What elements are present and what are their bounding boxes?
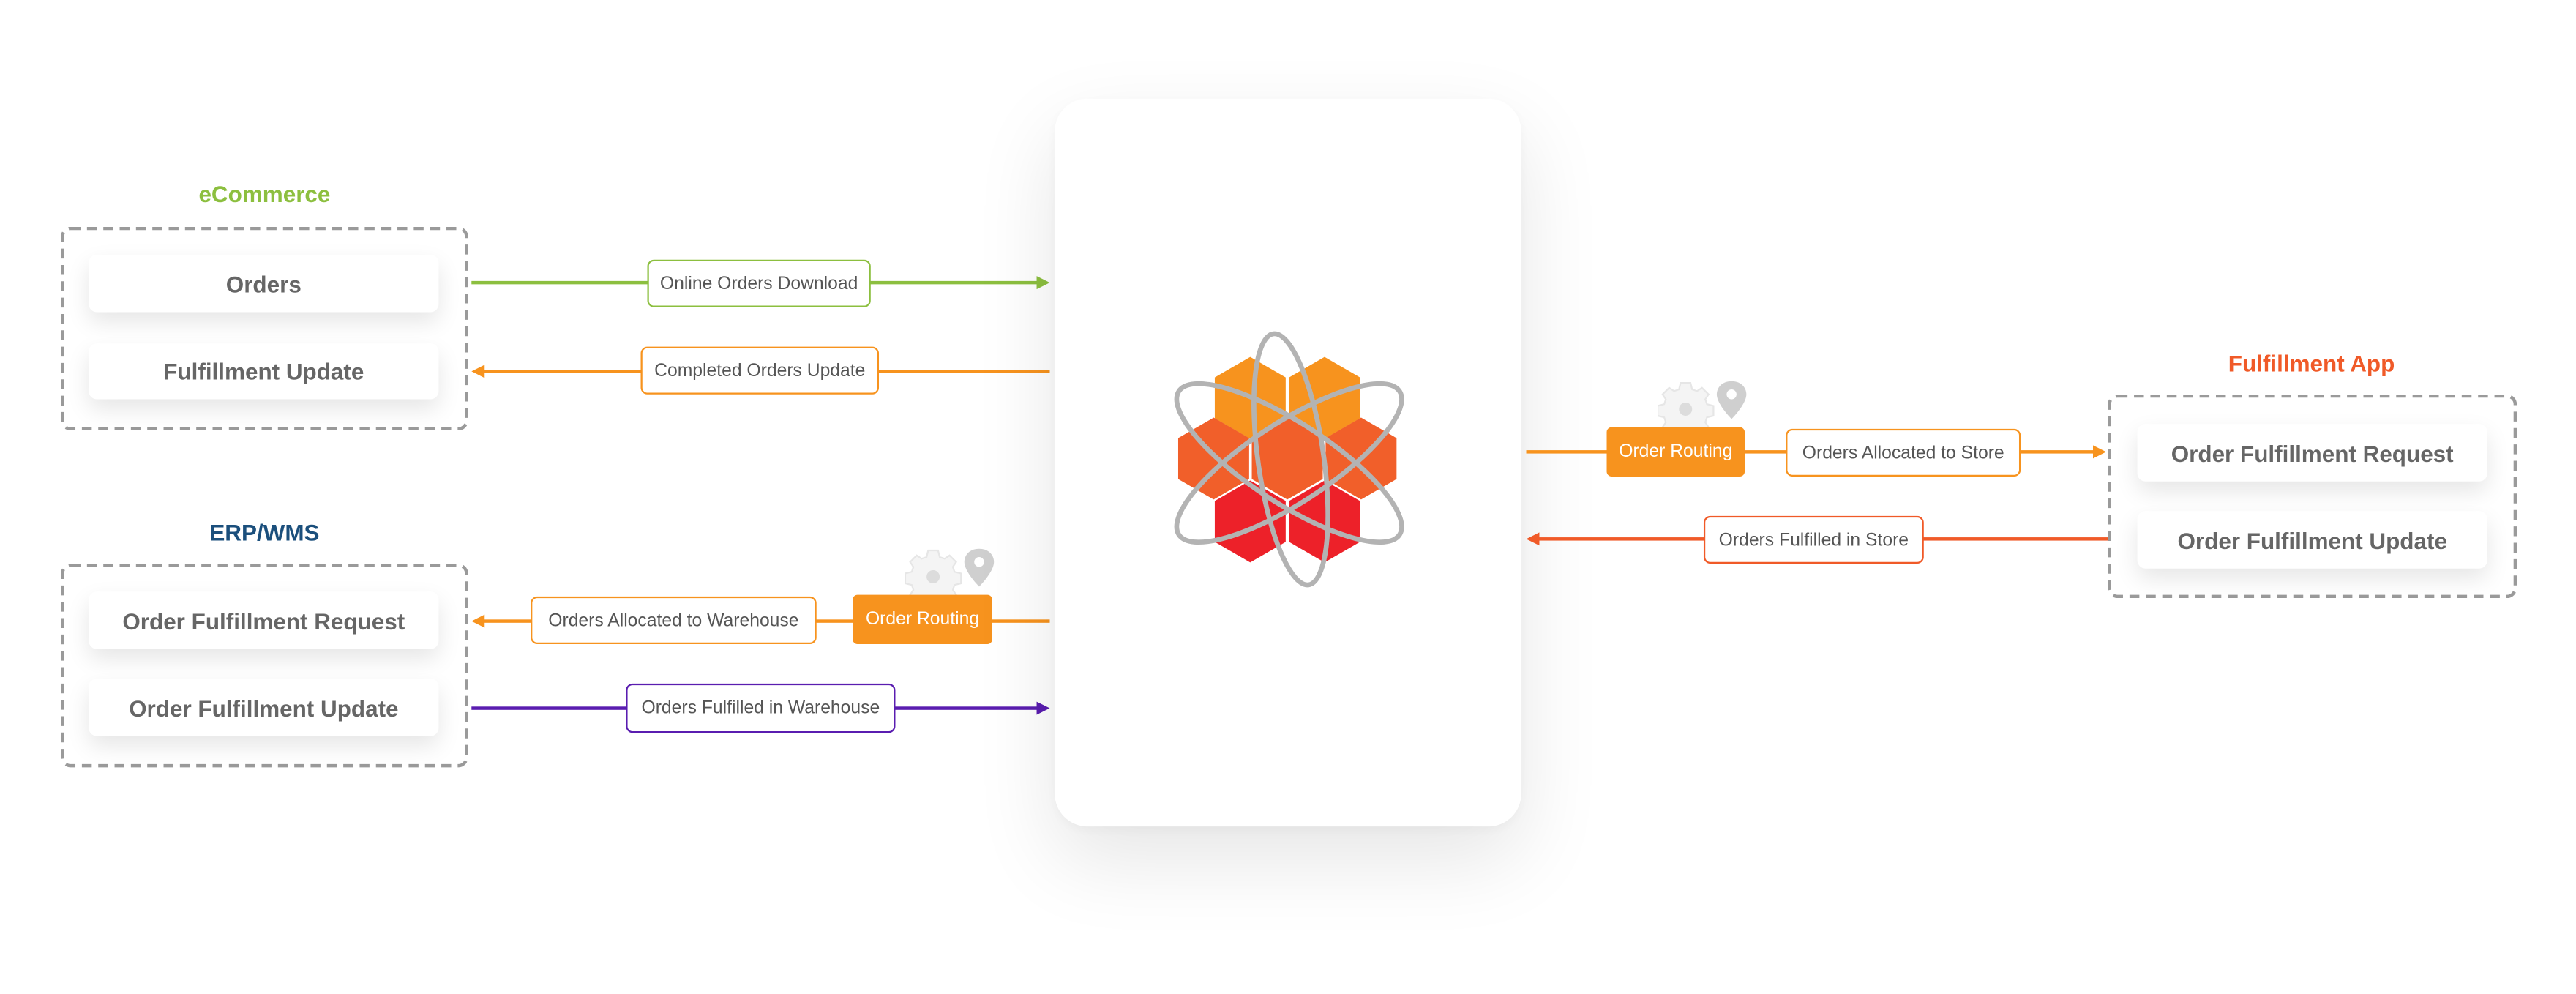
logo-hexagon (1214, 480, 1286, 563)
fulfillment-app-group (2108, 394, 2517, 599)
ecommerce-title: eCommerce (198, 180, 331, 207)
fulfillment-app-update-card: Order Fulfillment Update (2137, 511, 2487, 569)
arrow-left-icon (1526, 531, 1540, 545)
online-orders-label: Online Orders Download (647, 259, 871, 307)
completed-orders-label: Completed Orders Update (640, 346, 880, 395)
ecommerce-group (61, 226, 468, 431)
ecommerce-fulfillment-update-card: Fulfillment Update (89, 343, 439, 400)
allocated-warehouse-label: Orders Allocated to Warehouse (531, 596, 817, 645)
fulfillment-app-title: Fulfillment App (2228, 350, 2395, 377)
arrow-left-icon (471, 613, 485, 627)
arrow-right-icon (2093, 444, 2106, 458)
erp-group (61, 564, 468, 768)
ecommerce-orders-card: Orders (89, 254, 439, 313)
logo-hexagon (1251, 417, 1323, 500)
fulfilled-store-label: Orders Fulfilled in Store (1703, 515, 1924, 564)
allocated-store-label: Orders Allocated to Store (1786, 428, 2021, 477)
order-routing-badge-right: Order Routing (1606, 427, 1745, 477)
fulfilled-warehouse-label: Orders Fulfilled in Warehouse (626, 683, 896, 733)
arrow-right-icon (1036, 700, 1050, 714)
hexagon-atom-logo (1174, 331, 1404, 588)
fulfillment-app-request-card: Order Fulfillment Request (2137, 424, 2487, 482)
erp-title: ERP/WMS (209, 519, 320, 546)
erp-request-card: Order Fulfillment Request (89, 591, 439, 649)
arrow-right-icon (1036, 275, 1050, 288)
arrow-left-icon (471, 364, 485, 378)
gear-pin-icon (905, 548, 995, 600)
gear-pin-icon (1658, 381, 1747, 433)
order-routing-badge-left: Order Routing (853, 594, 992, 645)
erp-update-card: Order Fulfillment Update (89, 679, 439, 736)
